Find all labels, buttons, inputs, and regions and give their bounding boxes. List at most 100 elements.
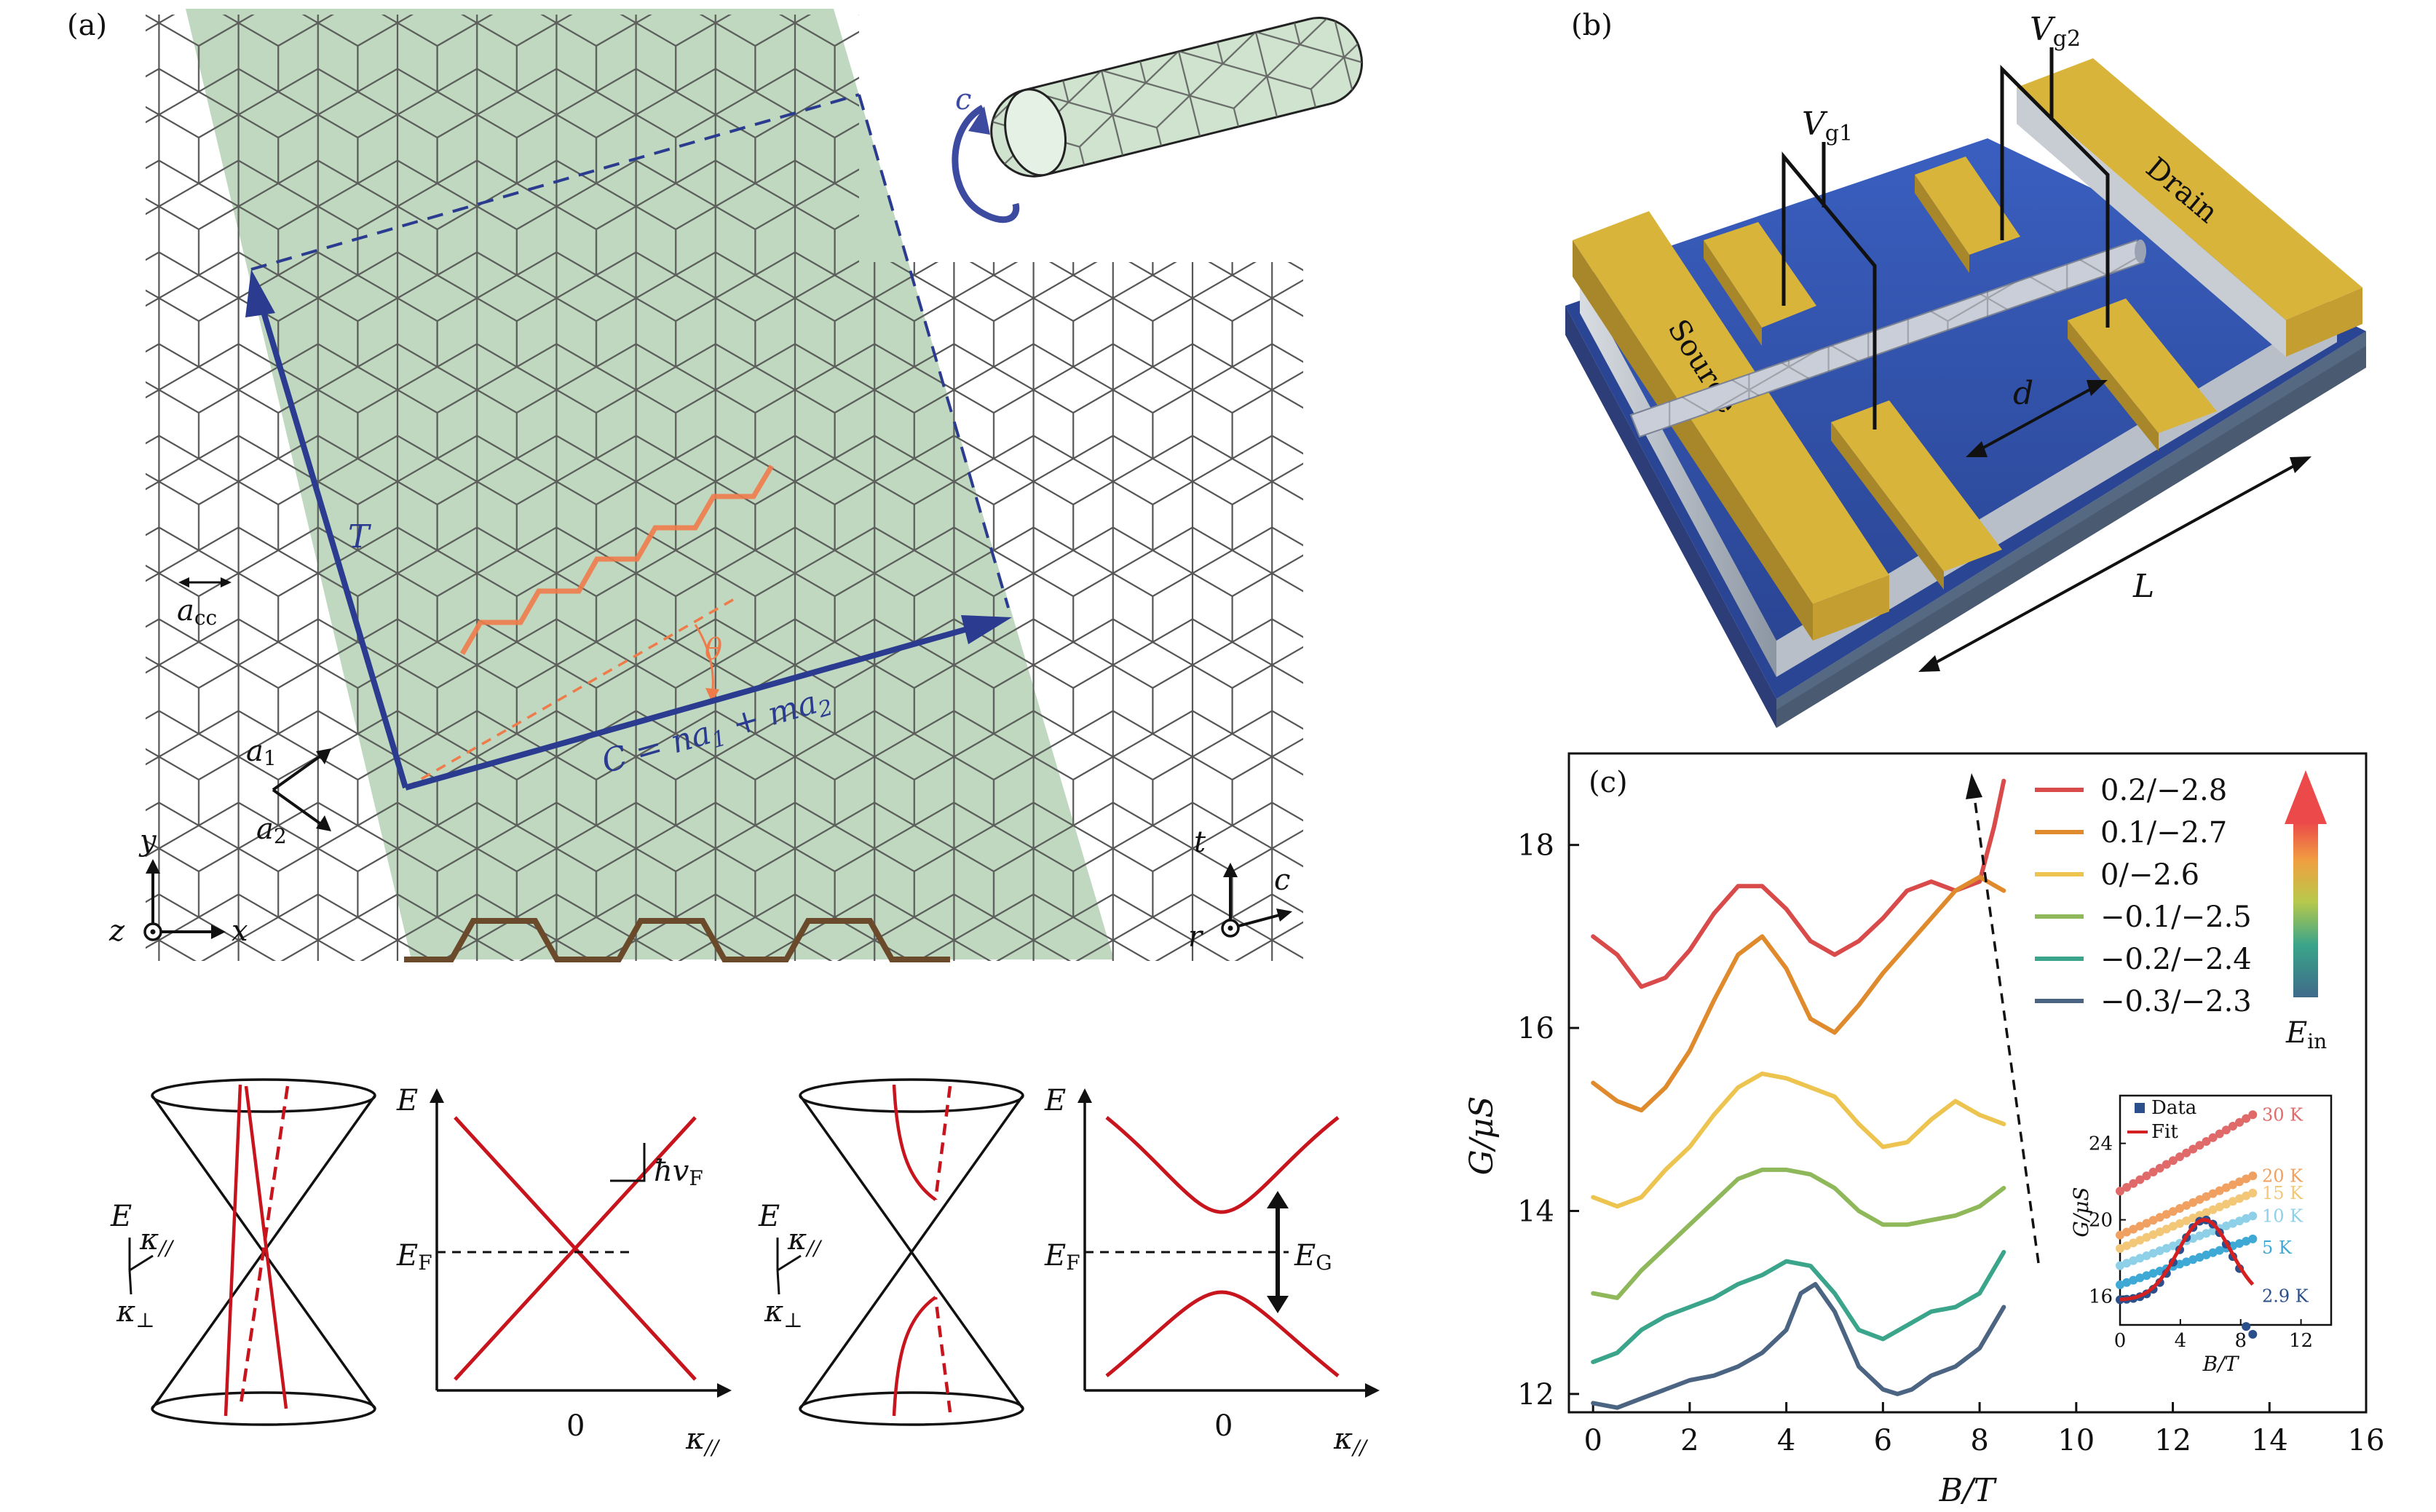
gate-wire-2 xyxy=(2000,64,2110,328)
inset-temp-label-0: 30 K xyxy=(2262,1104,2303,1125)
inset-point-0 xyxy=(2129,1179,2138,1188)
inset-point-3 xyxy=(2228,1219,2237,1228)
band-plot-semiconducting: E EF EG 0 κ// xyxy=(1044,1084,1380,1460)
vg2-label: Vg2 xyxy=(2030,11,2081,52)
dirac-cone-semiconducting xyxy=(799,1078,1024,1426)
inset-point-4 xyxy=(2208,1248,2218,1257)
x-tick-label: 2 xyxy=(1680,1424,1699,1457)
inset-point-0 xyxy=(2162,1160,2171,1169)
inset-x-tick-label: 12 xyxy=(2289,1330,2313,1352)
inset-point-1 xyxy=(2221,1183,2231,1192)
inset-point-0 xyxy=(2135,1175,2145,1184)
inset-point-2 xyxy=(2129,1238,2138,1248)
panel-a-label: (a) xyxy=(67,9,108,42)
inset-point-0 xyxy=(2148,1168,2158,1176)
inset-temp-label-5: 2.9 K xyxy=(2262,1286,2309,1306)
x-tick-label: 8 xyxy=(1970,1424,1988,1457)
inset-y-tick-label: 24 xyxy=(2089,1133,2113,1155)
inset-point-4 xyxy=(2215,1246,2224,1255)
inset-point-4 xyxy=(2135,1273,2145,1283)
L-label: L xyxy=(2132,568,2154,605)
legend-label-1: 0.1/−2.7 xyxy=(2100,816,2227,850)
cone2-E-label: E xyxy=(758,1200,780,1233)
legend-label-2: 0/−2.6 xyxy=(2100,858,2199,892)
inset-point-5 xyxy=(2242,1322,2251,1331)
inset-point-1 xyxy=(2228,1180,2237,1190)
series-line-1 xyxy=(1591,874,2006,1113)
inset-point-0 xyxy=(2175,1152,2185,1161)
inset-point-2 xyxy=(2228,1197,2237,1206)
panel-c-label: (c) xyxy=(1589,766,1628,799)
x-tick-label: 4 xyxy=(1777,1424,1795,1457)
inset-point-0 xyxy=(2188,1144,2198,1154)
inset-point-3 xyxy=(2202,1229,2211,1238)
cone1-kperp-label: κ⊥ xyxy=(116,1295,155,1332)
x-tick-label: 6 xyxy=(1874,1424,1892,1457)
inset-point-0 xyxy=(2168,1156,2178,1165)
inset-point-0 xyxy=(2155,1163,2164,1173)
inset-point-2 xyxy=(2242,1191,2251,1200)
inset-point-1 xyxy=(2129,1224,2138,1234)
inset-point-0 xyxy=(2116,1187,2124,1196)
inset-point-0 xyxy=(2221,1125,2231,1135)
panel-b-label: (b) xyxy=(1571,9,1613,42)
inset-point-2 xyxy=(2175,1219,2185,1228)
inset-point-4 xyxy=(2188,1255,2198,1264)
inset-point-1 xyxy=(2188,1198,2198,1207)
colorbar xyxy=(2293,823,2318,997)
y-tick-label: 14 xyxy=(1517,1195,1554,1228)
inset-point-4 xyxy=(2175,1259,2185,1269)
gate-pad-3 xyxy=(1831,400,2002,571)
inset-temp-label-2: 15 K xyxy=(2262,1183,2303,1203)
series-line-0 xyxy=(1591,778,2006,989)
inset-point-3 xyxy=(2235,1216,2245,1226)
inset-point-0 xyxy=(2208,1133,2218,1142)
inset-point-3 xyxy=(2142,1251,2151,1260)
inset-point-2 xyxy=(2122,1241,2132,1251)
inset-point-2 xyxy=(2182,1216,2191,1225)
inset-point-2 xyxy=(2215,1202,2224,1211)
axis-y-label: y xyxy=(138,824,157,858)
inset-point-5 xyxy=(2248,1329,2258,1339)
band2-kpar-label: κ// xyxy=(1333,1422,1369,1460)
legend-label-5: −0.3/−2.3 xyxy=(2100,985,2252,1018)
inset-point-3 xyxy=(2155,1246,2164,1256)
inset-point-4 xyxy=(2148,1269,2158,1278)
inset-point-1 xyxy=(2235,1177,2245,1187)
x-tick-label: 14 xyxy=(2251,1424,2288,1457)
gate-pad-2 xyxy=(1915,157,2020,255)
cone2-kperp-label: κ⊥ xyxy=(764,1295,803,1332)
axis-c-label: c xyxy=(1274,863,1290,897)
inset-point-4 xyxy=(2155,1266,2164,1275)
axis-t-label: t xyxy=(1194,826,1206,859)
gate-wire-1 xyxy=(1781,151,1877,430)
inset-point-3 xyxy=(2168,1241,2178,1251)
inset-temp-label-1: 20 K xyxy=(2262,1165,2303,1186)
inset-point-0 xyxy=(2248,1110,2258,1120)
band2-EF-label: EF xyxy=(1044,1239,1080,1275)
inset-point-3 xyxy=(2248,1211,2258,1221)
band1-zero-label: 0 xyxy=(566,1409,585,1443)
inset-point-1 xyxy=(2202,1192,2211,1201)
inset-point-4 xyxy=(2142,1271,2151,1281)
legend-label-0: 0.2/−2.8 xyxy=(2100,774,2227,807)
inset-fit-line xyxy=(2119,1218,2255,1302)
inset-point-0 xyxy=(2235,1117,2245,1127)
inset-point-3 xyxy=(2148,1248,2158,1258)
inset-point-1 xyxy=(2215,1186,2224,1195)
source-electrode xyxy=(1573,211,1889,604)
y-tick-label: 18 xyxy=(1517,829,1554,863)
inset-point-1 xyxy=(2155,1213,2164,1222)
inset-point-1 xyxy=(2182,1200,2191,1210)
T-vector-label: T xyxy=(348,518,372,555)
inset-legend: Data Fit xyxy=(2127,1097,2196,1143)
inset-point-2 xyxy=(2235,1194,2245,1203)
axis-x-label: x xyxy=(232,914,248,948)
x-axis-label: B/T xyxy=(1939,1472,1998,1509)
inset-point-0 xyxy=(2142,1171,2151,1181)
inset-point-2 xyxy=(2188,1214,2198,1223)
x-tick-label: 0 xyxy=(1583,1424,1602,1457)
inset-x-tick-label: 8 xyxy=(2234,1330,2247,1352)
